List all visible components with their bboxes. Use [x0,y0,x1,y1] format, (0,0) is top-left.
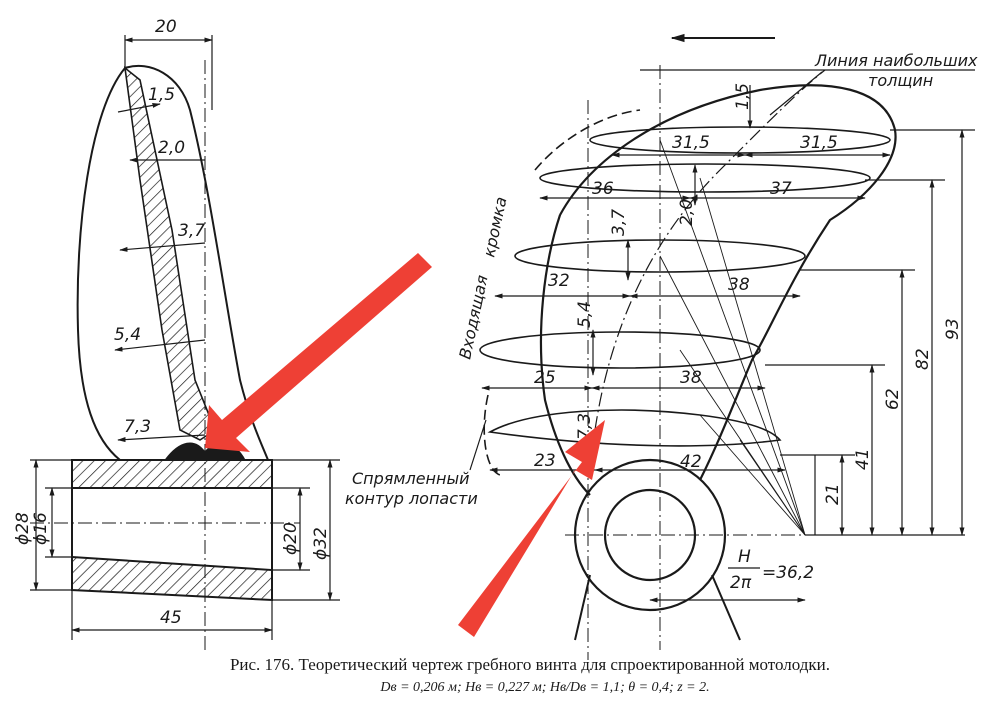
dim-hub-width: 20 [155,17,177,37]
dim-hub-length: 45 [160,608,182,628]
dim-height-82: 82 [913,348,933,370]
dim-r3-right: 38 [728,275,750,295]
dim-section-1-5: 1,5 [148,85,175,105]
dim-r5-right: 42 [680,452,702,472]
figure-caption: Рис. 176. Теоретический чертеж гребного … [229,655,831,674]
dim-r3-left: 32 [548,271,570,291]
dim-r5-left: 23 [534,451,556,471]
dim-pitch-numerator: H [738,547,751,567]
side-view-dimension-lines [30,35,340,640]
dim-phi32: ϕ32 [311,527,331,560]
dim-r2-thickness: 2,0 [677,199,697,226]
dim-top-thickness: 1,5 [733,83,753,110]
max-thickness-line [594,69,826,431]
dim-r2-left: 36 [592,179,614,199]
dim-r4-right: 38 [680,368,702,388]
dim-r3-thickness: 3,7 [609,209,629,236]
dim-section-7-3: 7,3 [124,417,151,437]
dim-pitch-value: =36,2 [762,563,814,583]
dim-section-3-7: 3,7 [178,221,205,241]
red-arrow-right [458,420,605,637]
side-view-labels: 20 1,5 2,0 3,7 5,4 7,3 ϕ28 ϕ16 ϕ20 ϕ32 4… [13,17,331,628]
red-arrow-left [205,253,432,452]
dim-height-62: 62 [883,388,903,410]
dim-height-93: 93 [943,318,963,340]
figure-caption-parameters: Dв = 0,206 м; Hв = 0,227 м; Hв/Dв = 1,1;… [380,680,710,695]
dim-r1-right: 31,5 [800,133,838,153]
dim-section-5-4: 5,4 [114,325,141,345]
dim-r2-right: 37 [770,179,792,199]
label-max-thickness-2: толщин [868,71,933,90]
dim-r4-thickness: 5,4 [575,301,595,328]
dim-phi20: ϕ20 [281,522,301,555]
label-contour-2: контур лопасти [345,489,478,508]
annotation-arrows [205,253,605,637]
straightened-contour [483,109,641,476]
hub-section [30,459,300,602]
label-leading-edge-1: Входящая [455,273,491,361]
dim-phi28: ϕ28 [13,512,33,545]
label-contour-1: Спрямленный [352,469,470,488]
label-max-thickness-1: Линия наибольших [814,51,978,70]
dim-pitch-denominator: 2π [730,573,752,593]
blade-section-hatch [123,66,216,441]
dim-phi16: ϕ16 [31,512,51,545]
dim-r1-left: 31,5 [672,133,710,153]
dim-height-41: 41 [853,448,873,470]
dim-r4-left: 25 [534,368,556,388]
dim-section-2-0: 2,0 [158,138,185,158]
dim-height-21: 21 [823,483,843,505]
plan-dimension-lines [469,69,975,536]
plan-view [479,33,965,660]
label-leading-edge-2: кромка [479,195,510,259]
plan-view-labels: Линия наибольших толщин 1,5 31,5 31,5 36… [345,51,978,593]
